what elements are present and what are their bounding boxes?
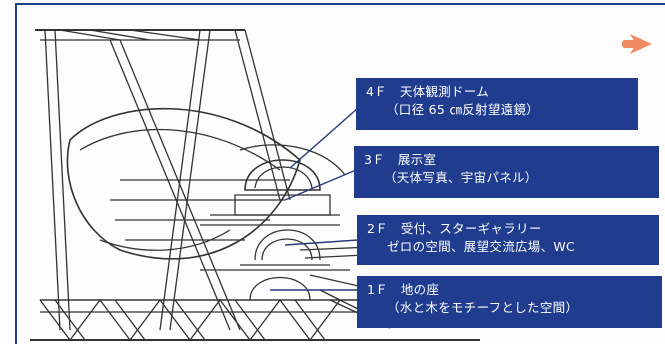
label-3f-detail: （天体写真、宇宙パネル） <box>384 170 538 185</box>
building-lines <box>30 29 480 342</box>
arrow-right-icon <box>622 34 652 54</box>
label-3f: 3Ｆ 展示室 （天体写真、宇宙パネル） <box>354 146 659 198</box>
label-1f: 1Ｆ 地の座 （水と木をモチーフとした空間） <box>357 276 662 328</box>
label-2f-title: 2Ｆ 受付、スターギャラリー <box>367 221 542 236</box>
label-2f: 2Ｆ 受付、スターギャラリー ゼロの空間、展望交流広場、WC <box>357 215 659 265</box>
label-4f: 4Ｆ 天体観測ドーム （口径 65 ㎝反射望遠鏡） <box>356 78 638 130</box>
frame-border <box>15 3 665 344</box>
label-1f-title: 1Ｆ 地の座 <box>367 282 440 297</box>
label-1f-detail: （水と木をモチーフとした空間） <box>387 300 579 315</box>
label-2f-detail: ゼロの空間、展望交流広場、WC <box>387 239 576 254</box>
label-4f-detail: （口径 65 ㎝反射望遠鏡） <box>386 102 540 117</box>
label-3f-title: 3Ｆ 展示室 <box>364 152 437 167</box>
leader-lines <box>270 107 359 291</box>
label-4f-title: 4Ｆ 天体観測ドーム <box>366 84 490 99</box>
